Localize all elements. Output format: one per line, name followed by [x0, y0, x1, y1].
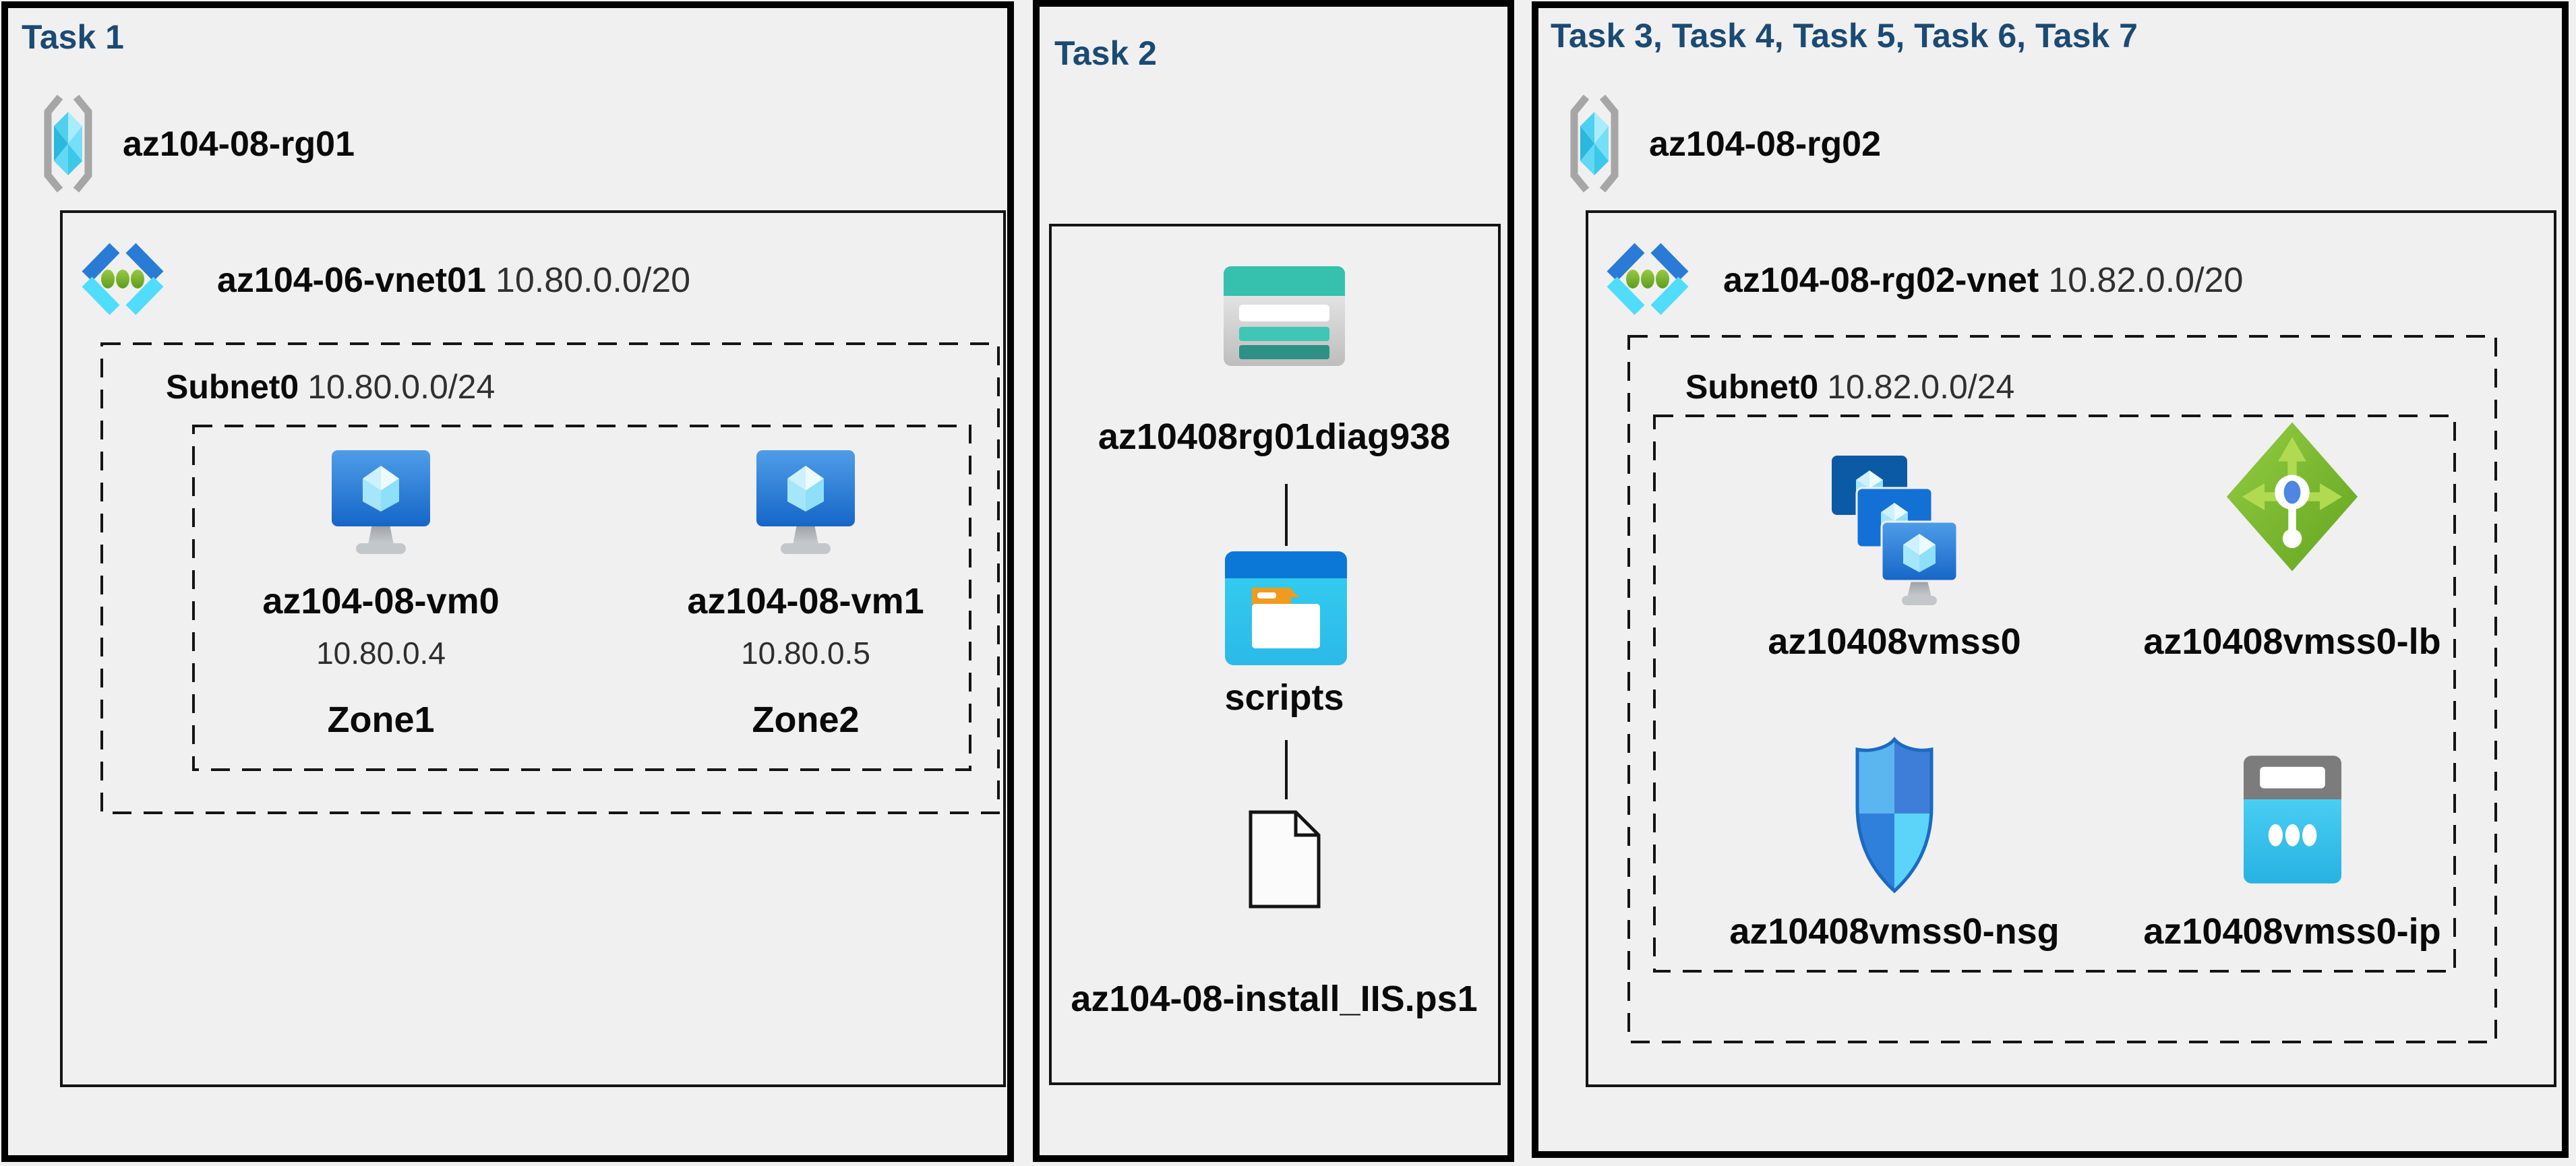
vnet-cidr: 10.82.0.0/20 — [2048, 261, 2244, 300]
task3-resource-group-box — [1653, 415, 2456, 973]
subnet-cidr: 10.82.0.0/24 — [1827, 368, 2015, 406]
vmss-icon — [1832, 456, 1957, 605]
vm-ip-label: 10.80.0.5 — [741, 636, 870, 671]
task2-content-box — [1049, 224, 1501, 1085]
task1-rg-label: az104-08-rg01 — [123, 125, 355, 164]
blob-container-icon — [1225, 551, 1347, 665]
public-ip-label: az10408vmss0-ip — [2143, 911, 2441, 952]
resource-group-icon — [44, 94, 92, 193]
task1-vnet-box — [60, 210, 1006, 1087]
resource-group-icon — [1570, 94, 1619, 193]
nsg-label: az10408vmss0-nsg — [1729, 911, 2060, 952]
vm-zone-label: Zone1 — [327, 700, 435, 740]
vnet-name: az104-08-rg02-vnet — [1723, 261, 2039, 300]
subnet-cidr: 10.80.0.0/24 — [307, 368, 496, 406]
panel-task1 — [1, 1, 1014, 1162]
virtual-network-icon — [82, 243, 164, 315]
task3-title: Task 3, Task 4, Task 5, Task 6, Task 7 — [1551, 17, 2138, 55]
storage-account-label: az10408rg01diag938 — [1098, 417, 1451, 457]
virtual-network-icon — [1607, 243, 1689, 315]
connector-storage-to-container — [1285, 484, 1288, 546]
storage-account-icon — [1224, 266, 1345, 366]
network-security-group-icon — [1855, 737, 1934, 894]
script-file-label: az104-08-install_IIS.ps1 — [1071, 979, 1478, 1019]
task3-rg-label: az104-08-rg02 — [1649, 125, 1881, 164]
subnet-name: Subnet0 — [1685, 368, 1819, 406]
vnet-name: az104-06-vnet01 — [217, 261, 486, 300]
public-ip-icon — [2244, 756, 2341, 884]
vnet-cidr: 10.80.0.0/20 — [495, 261, 691, 300]
virtual-machine-icon — [332, 450, 430, 554]
task1-title: Task 1 — [22, 18, 124, 56]
vmss-label: az10408vmss0 — [1768, 621, 2021, 662]
container-label: scripts — [1224, 677, 1344, 718]
vm-name-label: az104-08-vm0 — [262, 581, 500, 621]
script-file-icon — [1249, 810, 1321, 909]
task1-subnet-box — [100, 342, 1000, 814]
task1-vm-group-box — [192, 425, 971, 771]
panel-task3 — [1532, 1, 2569, 1158]
panel-task2 — [1033, 0, 1514, 1162]
task3-vnet-box — [1586, 210, 2556, 1087]
vm-name-label: az104-08-vm1 — [687, 581, 924, 621]
vm-ip-label: 10.80.0.4 — [316, 636, 446, 671]
task2-title: Task 2 — [1054, 34, 1157, 72]
load-balancer-icon — [2226, 422, 2358, 572]
vm-zone-label: Zone2 — [752, 700, 860, 740]
subnet-name: Subnet0 — [166, 368, 299, 406]
task3-subnet-box — [1627, 335, 2497, 1043]
load-balancer-label: az10408vmss0-lb — [2143, 621, 2441, 662]
virtual-machine-icon — [756, 450, 855, 554]
connector-container-to-file — [1285, 740, 1288, 799]
